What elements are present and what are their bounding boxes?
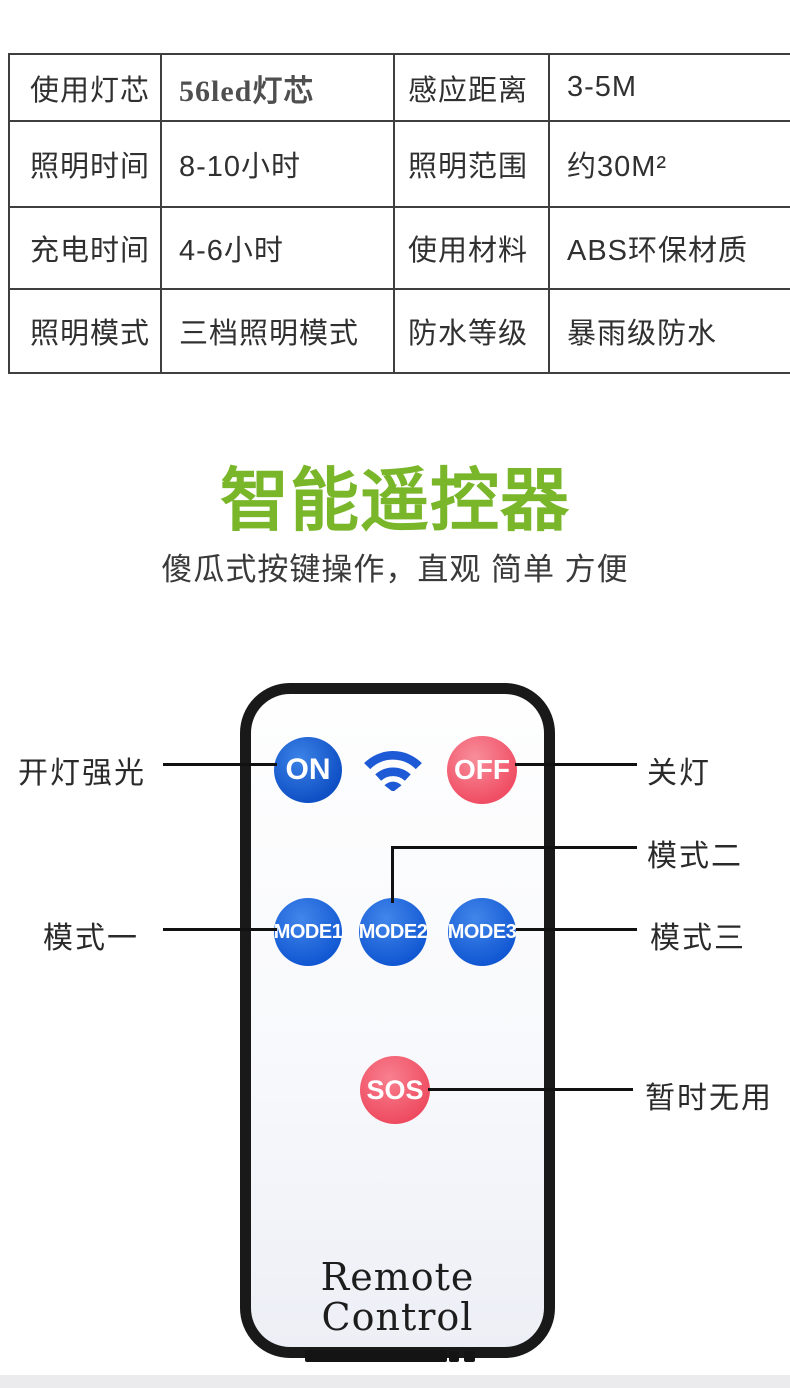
page-subtitle: 傻瓜式按键操作，直观 简单 方便: [161, 552, 629, 587]
mode1-button[interactable]: MODE1: [274, 898, 343, 966]
callout-label-mode2: 模式二: [647, 840, 743, 873]
wifi-signal-icon: [364, 751, 422, 791]
spec-value: 3-5M: [550, 55, 790, 122]
spec-label: 照明模式: [10, 290, 162, 374]
spec-label: 充电时间: [10, 208, 162, 290]
spec-label: 照明时间: [10, 122, 162, 208]
spec-value: 4-6小时: [162, 208, 395, 290]
spec-label: 使用材料: [395, 208, 550, 290]
callout-label-mode1: 模式一: [43, 922, 139, 955]
spec-label: 使用灯芯: [10, 55, 162, 122]
mode2-button[interactable]: MODE2: [359, 898, 428, 966]
callout-label-on: 开灯强光: [18, 757, 146, 790]
callout-line-on: [163, 763, 277, 766]
spec-label: 防水等级: [395, 290, 550, 374]
callout-line-mode2-elbow: [391, 846, 394, 903]
callout-label-mode3: 模式三: [650, 922, 746, 955]
callout-line-off: [515, 763, 637, 766]
spec-label: 感应距离: [395, 55, 550, 122]
on-button[interactable]: ON: [274, 737, 342, 803]
spec-table: 使用灯芯 56led灯芯 感应距离 3-5M 照明时间 8-10小时 照明范围 …: [8, 53, 790, 374]
off-button[interactable]: OFF: [447, 736, 517, 804]
callout-label-off: 关灯: [647, 757, 711, 790]
callout-line-mode1: [163, 928, 277, 931]
sos-button[interactable]: SOS: [360, 1056, 430, 1124]
callout-label-sos: 暂时无用: [645, 1082, 773, 1115]
callout-line-mode3: [516, 928, 637, 931]
spec-label: 照明范围: [395, 122, 550, 208]
remote-brand-text: Remote Control: [320, 1255, 475, 1339]
callout-line-mode2: [391, 846, 637, 849]
page-bottom-strip: [0, 1375, 790, 1388]
spec-value: 三档照明模式: [162, 290, 395, 374]
page-title: 智能遥控器: [220, 462, 570, 539]
remote-bottom-tab: [305, 1350, 447, 1362]
spec-value: 约30M²: [550, 122, 790, 208]
spec-value: ABS环保材质: [550, 208, 790, 290]
mode3-button[interactable]: MODE3: [448, 898, 517, 966]
remote-bottom-nub: [464, 1351, 475, 1362]
spec-value: 暴雨级防水: [550, 290, 790, 374]
callout-line-sos: [428, 1088, 633, 1091]
remote-control-body: ON OFF MODE1 MODE2 MODE3 SOS Remote Cont…: [240, 683, 555, 1358]
spec-value: 8-10小时: [162, 122, 395, 208]
remote-bottom-nub: [449, 1351, 459, 1362]
spec-value: 56led灯芯: [162, 55, 395, 122]
